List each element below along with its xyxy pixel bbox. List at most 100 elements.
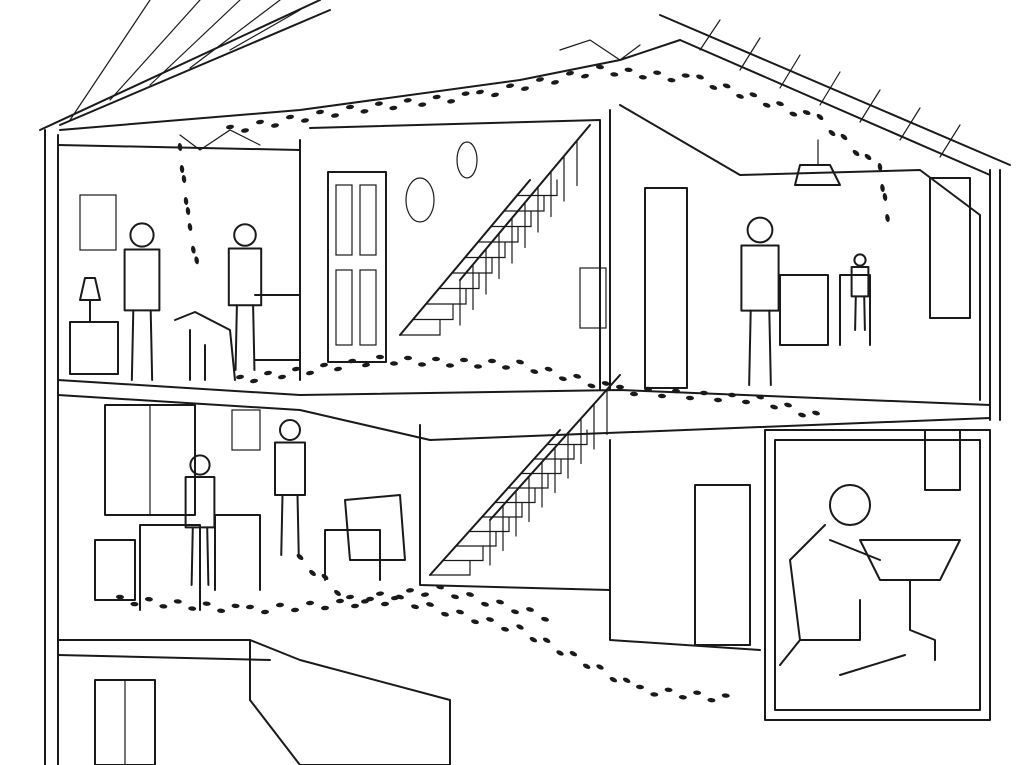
footprint-icon <box>736 93 744 99</box>
footprint-icon <box>581 73 589 79</box>
footprint-icon <box>638 75 647 80</box>
plumber <box>779 484 906 676</box>
footprint-icon <box>521 86 529 91</box>
footprint-icon <box>471 619 479 625</box>
person <box>184 454 216 586</box>
footprint-icon <box>476 89 484 95</box>
footprint-icon <box>421 592 429 597</box>
footprint-icon <box>291 607 299 613</box>
footprint-icon <box>541 616 549 622</box>
stair-step <box>494 487 536 504</box>
person <box>123 222 161 381</box>
footprint-icon <box>700 390 708 396</box>
footprint-icon <box>573 373 582 379</box>
footprint-icon <box>334 589 341 597</box>
footprint-icon <box>789 111 798 117</box>
footprint-trail <box>116 64 890 703</box>
footprint-icon <box>404 355 412 361</box>
footprint-icon <box>460 357 468 363</box>
footprint-icon <box>770 404 778 410</box>
footprint-icon <box>486 617 494 622</box>
person <box>740 216 780 386</box>
handrail <box>459 124 591 281</box>
footprint-icon <box>292 366 300 372</box>
footprint-icon <box>301 118 309 123</box>
footprint-icon <box>194 256 199 265</box>
footprint-icon <box>622 677 631 683</box>
footprint-icon <box>296 553 304 561</box>
footprint-icon <box>202 601 211 606</box>
footprint-icon <box>506 83 514 89</box>
stair-step <box>442 545 484 562</box>
footprint-icon <box>596 664 604 670</box>
footprint-icon <box>362 362 370 368</box>
footprint-icon <box>558 376 567 382</box>
footprint-icon <box>173 599 182 604</box>
footprint-icon <box>389 105 398 111</box>
stair-step <box>533 443 575 460</box>
furniture <box>69 139 961 765</box>
footprint-icon <box>610 72 619 77</box>
footprint-icon <box>321 573 329 581</box>
footprint-icon <box>624 67 633 73</box>
stair-step <box>546 429 588 446</box>
footprint-icon <box>191 245 196 254</box>
footprint-icon <box>644 386 652 392</box>
footprint-icon <box>556 650 564 656</box>
footprint-icon <box>816 113 824 121</box>
footprint-icon <box>278 374 286 380</box>
footprint-icon <box>451 594 459 600</box>
footprint-icon <box>187 223 193 231</box>
footprint-icon <box>336 598 344 604</box>
footprint-icon <box>426 602 434 607</box>
footprint-icon <box>418 362 426 367</box>
footprint-icon <box>320 362 328 368</box>
footprint-icon <box>501 626 509 632</box>
footprint-icon <box>882 193 888 201</box>
people <box>123 216 906 676</box>
footprint-icon <box>144 597 153 602</box>
stair-step <box>455 530 497 547</box>
footprint-icon <box>630 391 638 397</box>
footprint-icon <box>749 92 758 98</box>
footprint-icon <box>880 184 885 192</box>
stair-step <box>399 318 441 336</box>
wrench-icon <box>839 654 906 676</box>
footprint-icon <box>183 197 189 205</box>
footprint-icon <box>351 603 359 609</box>
footprint-icon <box>441 611 449 617</box>
footprint-icon <box>828 129 836 137</box>
footprint-icon <box>587 383 596 389</box>
stair-step <box>468 516 510 533</box>
footprint-icon <box>542 637 551 643</box>
footprint-icon <box>271 123 279 128</box>
footprint-icon <box>286 114 294 120</box>
footprint-icon <box>709 85 718 90</box>
footprint-icon <box>236 374 244 380</box>
person <box>227 223 263 371</box>
footprint-icon <box>812 410 820 416</box>
footprint-icon <box>491 92 499 98</box>
footprint-icon <box>481 601 489 607</box>
house-walls <box>44 104 1001 765</box>
footprint-icon <box>672 388 680 394</box>
footprint-icon <box>374 101 383 106</box>
footprint-icon <box>381 601 389 607</box>
footprint-icon <box>226 124 234 130</box>
footprint-icon <box>516 624 524 630</box>
footprint-icon <box>802 110 811 115</box>
footprint-icon <box>667 77 676 83</box>
person <box>274 419 306 556</box>
footprint-icon <box>306 600 314 606</box>
footprint-icon <box>681 73 690 78</box>
footprint-icon <box>840 133 848 141</box>
footprint-icon <box>306 370 314 376</box>
footprint-icon <box>331 113 339 118</box>
footprint-icon <box>446 363 454 368</box>
footprint-icon <box>188 606 197 611</box>
footprint-icon <box>376 354 384 360</box>
footprint-icon <box>551 80 559 85</box>
footprint-icon <box>436 584 444 590</box>
footprint-icon <box>348 358 356 364</box>
footprint-icon <box>264 370 272 376</box>
